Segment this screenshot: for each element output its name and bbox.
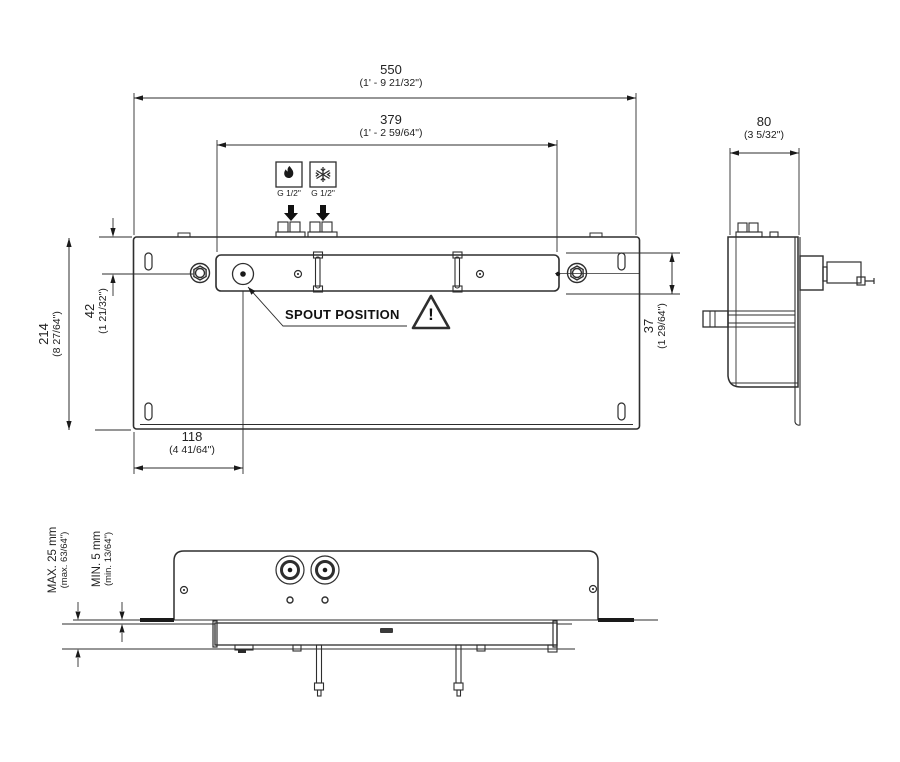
cold-thread-label: G 1/2" [311, 188, 335, 198]
dim-min-label: MIN. 5 mm (min. 13/64") [91, 531, 115, 587]
front-housing-box [132, 232, 641, 430]
side-clamp-band [702, 310, 795, 328]
hot-thread-label: G 1/2" [277, 188, 301, 198]
plate-clips [234, 644, 558, 653]
dim-min-inch: (min. 13/64") [102, 531, 114, 587]
side-view [702, 148, 875, 426]
cold-flow-arrow-icon [316, 205, 330, 221]
hot-inlet-fitting [275, 221, 306, 238]
hex-fitting-left [189, 262, 211, 284]
dim-550-mm: 550 [380, 62, 402, 77]
dim-37 [566, 252, 680, 295]
dim-379-label: 379 (1' - 2 59/64") [359, 112, 423, 140]
dim-550-label: 550 (1' - 9 21/32") [359, 62, 423, 90]
panel-screws [293, 269, 561, 279]
dim-max-depth [75, 602, 81, 667]
bracket-panel [215, 254, 640, 292]
dim-max-label: MAX. 25 mm (max. 63/64") [47, 527, 71, 593]
hex-fitting-right [566, 262, 588, 284]
side-housing-body [727, 236, 799, 388]
mounting-slots [144, 252, 626, 421]
dim-max-inch: (max. 63/64") [58, 531, 70, 589]
cold-inlet-fitting [307, 221, 338, 238]
front-view [66, 93, 680, 474]
dim-118-label: 118 (4 41/64") [169, 429, 215, 457]
dim-80-inch: (3 5/32") [744, 129, 784, 142]
dim-214-label: 214 (8 27/64") [35, 311, 63, 357]
dim-80 [729, 148, 800, 235]
dim-80-label: 80 (3 5/32") [744, 114, 784, 142]
dim-550-inch: (1' - 9 21/32") [359, 77, 423, 90]
dim-37-inch: (1 29/64") [655, 303, 668, 349]
dim-42-label: 42 (1 21/32") [81, 288, 109, 334]
brand-mark [380, 628, 393, 633]
cold-icon-box [309, 161, 337, 188]
spout-leader-line [247, 286, 407, 327]
dim-214-mm: 214 [35, 323, 51, 345]
dim-118-mm: 118 [181, 429, 203, 444]
bottom-housing-box [173, 550, 599, 620]
adjustment-slots [312, 251, 463, 293]
dim-118-inch: (4 41/64") [169, 444, 215, 457]
side-spout-assembly [799, 255, 875, 291]
dim-214 [66, 236, 132, 431]
side-inlet-fitting [735, 222, 779, 238]
housing-screws [179, 584, 598, 595]
dim-379 [216, 140, 558, 252]
dim-min-depth [119, 602, 125, 642]
dim-42-inch: (1 21/32") [96, 288, 109, 334]
flame-icon [284, 166, 294, 178]
snowflake-icon [315, 167, 331, 182]
fixing-rods [313, 644, 464, 697]
warning-triangle-icon [411, 294, 451, 330]
dim-80-mm: 80 [756, 114, 772, 129]
cold-connection [307, 161, 338, 238]
warning-exclamation: ! [428, 305, 434, 324]
hot-icon-box [275, 161, 303, 188]
dim-37-label: 37 (1 29/64") [640, 303, 668, 349]
dim-min-metric: MIN. 5 mm [91, 530, 104, 588]
dim-379-inch: (1' - 2 59/64") [359, 127, 423, 140]
dim-37-mm: 37 [640, 318, 656, 334]
dim-42-mm: 42 [81, 303, 97, 319]
dim-42 [102, 218, 193, 296]
water-ports [275, 555, 340, 604]
dim-379-mm: 379 [380, 112, 402, 127]
dim-max-metric: MAX. 25 mm [47, 526, 60, 594]
hot-flow-arrow-icon [284, 205, 298, 221]
cover-plate [62, 620, 575, 650]
dim-118 [133, 291, 244, 474]
bottom-view [62, 550, 658, 697]
spout-position-label: SPOUT POSITION [285, 307, 400, 322]
dim-550 [133, 93, 637, 235]
wall-line [73, 618, 658, 622]
spout-circle [231, 262, 255, 286]
hot-connection [275, 161, 306, 238]
dim-214-inch: (8 27/64") [50, 311, 63, 357]
